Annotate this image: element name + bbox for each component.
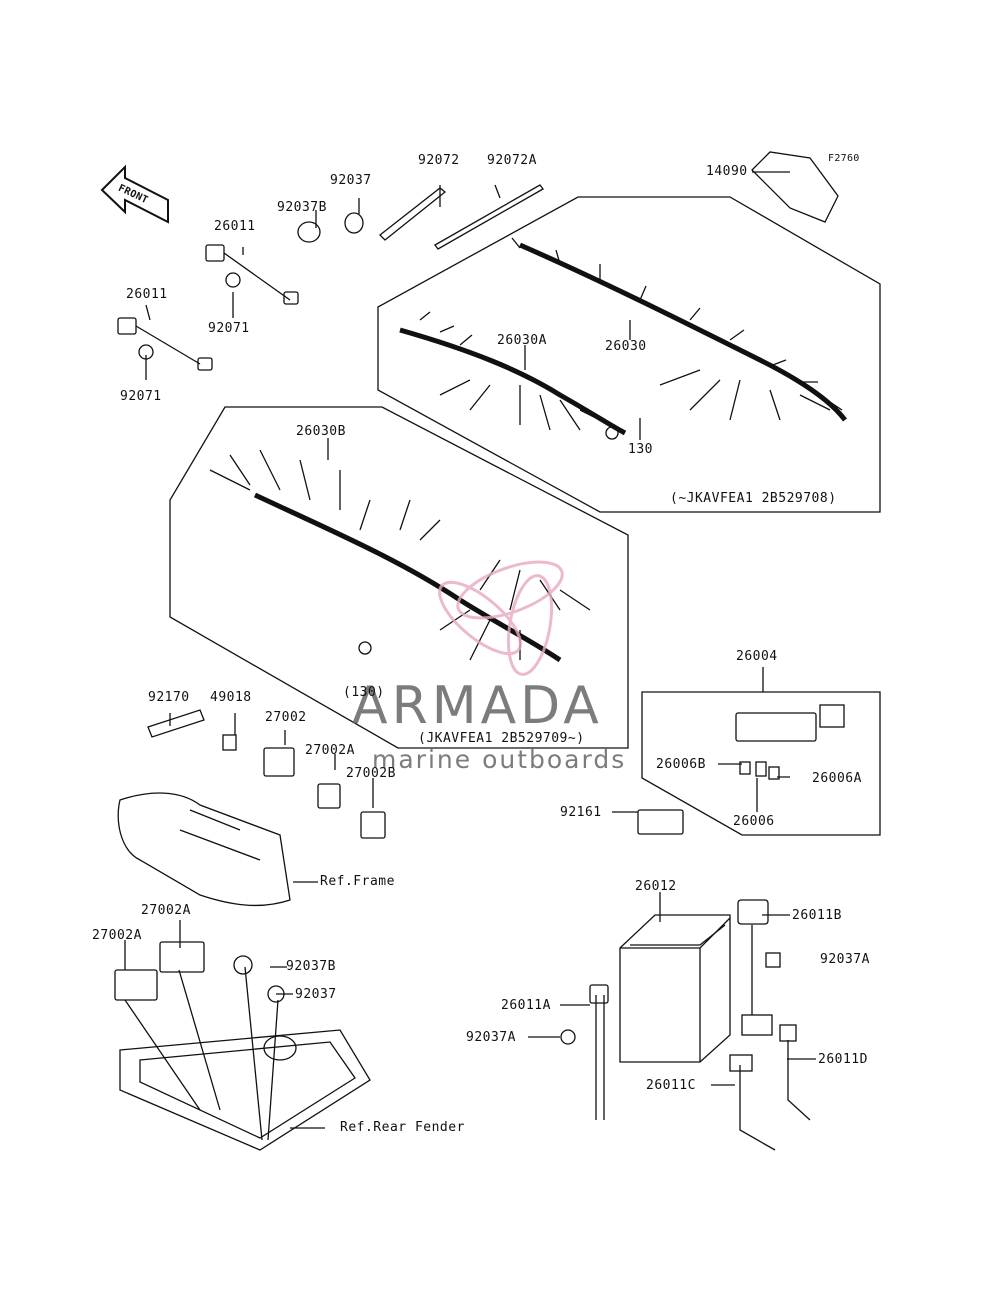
part-26011D: 26011D <box>818 1052 868 1067</box>
serial-note-upper: (~JKAVFEA1 2B529708) <box>670 491 837 506</box>
part-92071-b: 92071 <box>120 389 162 404</box>
battery <box>619 914 731 1063</box>
part-26006B: 26006B <box>656 757 706 772</box>
part-14090: 14090 <box>706 164 748 179</box>
part-92071-a: 92071 <box>208 321 250 336</box>
part-26030: 26030 <box>605 339 647 354</box>
part-92072A: 92072A <box>487 153 537 168</box>
lower-harness-trunk <box>253 492 562 663</box>
part-92037B-top: 92037B <box>277 200 327 215</box>
serial-note-lower: (JKAVFEA1 2B529709~) <box>418 731 585 746</box>
part-92037B-lower: 92037B <box>286 959 336 974</box>
part-92037A-left: 92037A <box>466 1030 516 1045</box>
lower-harness-box <box>169 406 629 749</box>
upper-harness-trunk <box>399 327 627 436</box>
part-27002A-lower-1: 27002A <box>141 903 191 918</box>
part-92037A-right: 92037A <box>820 952 870 967</box>
rear-fender-tray <box>119 1029 371 1151</box>
part-26030B: 26030B <box>296 424 346 439</box>
relay-box <box>641 691 881 836</box>
upper-harness-box <box>377 196 881 513</box>
watermark-subtitle: marine outboards <box>372 745 627 774</box>
part-26011-b: 26011 <box>126 287 168 302</box>
part-26012: 26012 <box>635 879 677 894</box>
part-92161: 92161 <box>560 805 602 820</box>
fuse-strip <box>147 709 205 738</box>
part-26006: 26006 <box>733 814 775 829</box>
part-27002A-lower-2: 27002A <box>92 928 142 943</box>
part-26030A: 26030A <box>497 333 547 348</box>
figure-code: F2760 <box>828 153 860 164</box>
part-130: 130 <box>628 442 653 457</box>
part-92170: 92170 <box>148 690 190 705</box>
part-27002: 27002 <box>265 710 307 725</box>
part-26011A: 26011A <box>501 998 551 1013</box>
part-27002B: 27002B <box>346 766 396 781</box>
part-92037-top: 92037 <box>330 173 372 188</box>
part-26011B: 26011B <box>792 908 842 923</box>
front-arrow <box>100 164 169 224</box>
part-92072: 92072 <box>418 153 460 168</box>
cover-part <box>751 151 839 223</box>
ref-rear-fender-note: Ref.Rear Fender <box>340 1120 465 1135</box>
part-49018: 49018 <box>210 690 252 705</box>
part-26004: 26004 <box>736 649 778 664</box>
ref-frame-note: Ref.Frame <box>320 874 395 889</box>
part-26006A: 26006A <box>812 771 862 786</box>
watermark-logo <box>438 560 564 676</box>
part-26011C: 26011C <box>646 1078 696 1093</box>
part-26011-a: 26011 <box>214 219 256 234</box>
part-27002A-mid: 27002A <box>305 743 355 758</box>
part-130-paren: (130) <box>343 685 385 700</box>
part-92037-lower: 92037 <box>295 987 337 1002</box>
frame-sketch <box>117 792 291 907</box>
watermark-title: ARMADA <box>352 676 603 736</box>
